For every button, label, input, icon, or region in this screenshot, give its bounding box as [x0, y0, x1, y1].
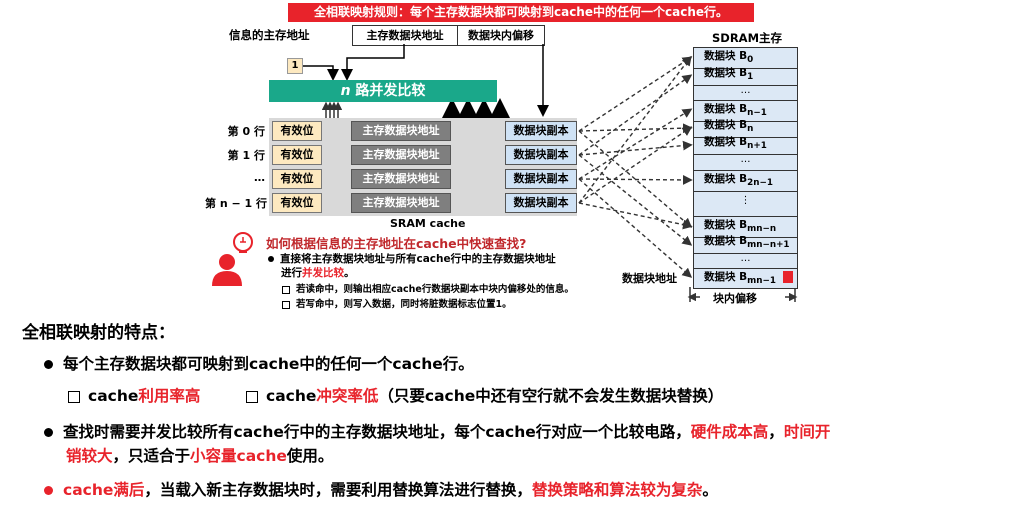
sdram-memory: 数据块 B0 数据块 B1 … 数据块 Bn−1 数据块 Bn 数据块 Bn+1… — [693, 47, 798, 289]
cache-valid-bit: 有效位 — [272, 145, 322, 165]
cache-tag: 主存数据块地址 — [351, 193, 451, 213]
comparator-n: n — [340, 83, 351, 99]
parallel-comparator: n 路并发比较 — [269, 80, 497, 102]
cache-title: SRAM cache — [390, 217, 466, 230]
question-title: 如何根据信息的主存地址在cache中快速查找? — [266, 236, 527, 251]
cache-row-label: 第 1 行 — [227, 149, 265, 162]
memory-block: 数据块 B1 — [694, 65, 797, 87]
feature-point-1: 每个主存数据块都可映射到cache中的任何一个cache行。 — [44, 352, 474, 374]
features-heading: 全相联映射的特点： — [22, 323, 175, 343]
cache-valid-bit: 有效位 — [272, 169, 322, 189]
memory-vdots: ⋮ — [740, 195, 751, 206]
feature-point-2-line2: 销较大，只适合于小容量cache使用。 — [66, 447, 334, 465]
memory-ellipsis: … — [740, 154, 751, 165]
question-sub-write: 若写命中，则写入数据，同时将脏数据标志位置1。 — [282, 296, 512, 310]
memory-block: 数据块 Bmn−1 — [694, 268, 797, 289]
address-offset-field: 数据块内偏移 — [457, 25, 545, 46]
cache-tag: 主存数据块地址 — [351, 169, 451, 189]
cache-data-copy: 数据块副本 — [505, 193, 577, 213]
question-bullet-a: 直接将主存数据块地址与所有cache行中的主存数据块地址 — [268, 251, 556, 266]
offset-marker — [783, 271, 793, 283]
valid-one-arrow — [303, 65, 339, 81]
memory-block: 数据块 Bn — [694, 117, 797, 139]
cache-valid-bit: 有效位 — [272, 121, 322, 141]
memory-ellipsis: … — [740, 85, 751, 96]
valid-one-input: 1 — [287, 58, 303, 74]
cache-row-label: 第 n − 1 行 — [205, 197, 268, 210]
person-idea-icon — [212, 232, 253, 286]
cache-row-label: 第 0 行 — [227, 125, 265, 138]
offset-label: 块内偏移 — [713, 292, 757, 305]
feature-point-1b: cache冲突率低（只要cache中还有空行就不会发生数据块替换） — [246, 384, 723, 406]
memory-block: 数据块 Bmn−n+1 — [694, 233, 797, 255]
memory-ellipsis: … — [740, 253, 751, 264]
memory-block: 数据块 Bmn−n — [694, 216, 797, 239]
cache-data-copy: 数据块副本 — [505, 145, 577, 165]
block-address-label: 数据块地址 — [622, 272, 677, 285]
cache-data-copy: 数据块副本 — [505, 169, 577, 189]
cache-valid-bit: 有效位 — [272, 193, 322, 213]
cache-data-copy: 数据块副本 — [505, 121, 577, 141]
memory-block: 数据块 B0 — [694, 48, 797, 70]
feature-point-1a: cache利用率高 — [68, 384, 200, 406]
memory-block: 数据块 Bn+1 — [694, 134, 797, 156]
memory-block: 数据块 B2n−1 — [694, 170, 797, 193]
rule-banner: 全相联映射规则：每个主存数据块都可映射到cache中的任何一个cache行。 — [288, 3, 754, 22]
comparator-label: 路并发比较 — [355, 83, 426, 99]
cache-tag: 主存数据块地址 — [351, 121, 451, 141]
feature-point-3: cache满后，当载入新主存数据块时，需要利用替换算法进行替换，替换策略和算法较… — [44, 478, 718, 500]
memory-title: SDRAM主存 — [712, 31, 783, 45]
memory-block: 数据块 Bn−1 — [694, 100, 797, 123]
cache-row-label: … — [254, 171, 265, 184]
question-bullet-b: 进行并发比较。 — [281, 267, 355, 279]
address-title: 信息的主存地址 — [229, 28, 310, 42]
tag-to-comparator-arrow — [341, 44, 405, 81]
cache-tag: 主存数据块地址 — [351, 145, 451, 165]
question-sub-read: 若读命中，则输出相应cache行数据块副本中块内偏移处的信息。 — [282, 281, 574, 295]
feature-point-2-line1: 查找时需要并发比较所有cache行中的主存数据块地址，每个cache行对应一个比… — [44, 420, 830, 442]
address-tag-field: 主存数据块地址 — [352, 25, 458, 46]
